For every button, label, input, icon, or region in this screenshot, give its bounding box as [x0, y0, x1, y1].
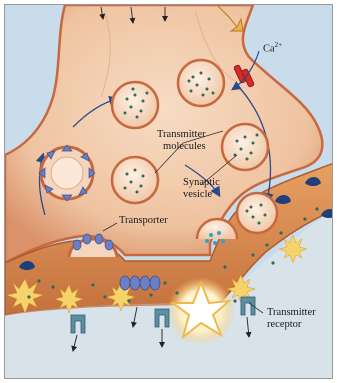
synapse-diagram: Ca2+ Transmitter molecules Synaptic vesi…	[4, 4, 333, 379]
calcium-symbol: Ca	[263, 44, 275, 55]
vesicle	[112, 157, 158, 203]
vesicle	[112, 82, 158, 128]
transmitter-receptor-label: Transmitter receptor	[267, 307, 316, 331]
transmitter-molecules-label: Transmitter molecules	[157, 129, 206, 153]
synaptic-vesicle-label: Synaptic vesicle	[183, 177, 220, 201]
calcium-label: Ca2+	[263, 27, 282, 56]
calcium-charge: 2+	[275, 41, 282, 49]
vesicle	[222, 124, 268, 170]
recycling-vesicle	[39, 145, 95, 201]
vesicle	[178, 60, 224, 106]
transporter-label: Transporter	[119, 215, 168, 227]
docked-vesicle	[237, 193, 277, 233]
